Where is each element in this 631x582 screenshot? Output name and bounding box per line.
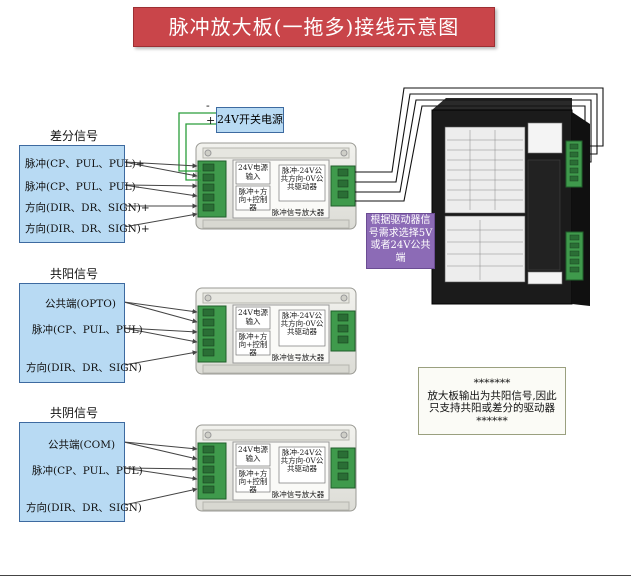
signal-arrows	[123, 161, 198, 506]
board-2-input-label: 脉冲+方向+控制器	[238, 332, 268, 357]
common-anode-section-label: 共阳信号	[50, 267, 99, 281]
info-note-stars-bottom: ******	[476, 414, 508, 427]
board-2-output-label: 脉冲-24V公共方向-0V公共驱动器	[280, 311, 324, 336]
common-anode-line-1: 公共端(OPTO)	[45, 298, 116, 310]
differential-signal-box: 脉冲(CP、PUL、PUL)+ 脉冲(CP、PUL、PUL)- 方向(DIR、D…	[19, 145, 150, 243]
differential-line-1: 脉冲(CP、PUL、PUL)+	[25, 158, 145, 170]
differential-line-4: 方向(DIR、DR、SIGN)+	[25, 223, 150, 235]
amplifier-board-3	[195, 424, 357, 512]
board-2-power-label: 24V电源输入	[238, 308, 268, 326]
info-note: ******* 放大板输出为共阳信号,因此只支持共阳或差分的驱动器 ******	[418, 367, 566, 435]
common-cathode-signal-box: 公共端(COM) 脉冲(CP、PUL、PUL) 方向(DIR、DR、SIGN)	[19, 422, 143, 522]
amplifier-board-1	[195, 142, 357, 230]
common-cathode-line-3: 方向(DIR、DR、SIGN)	[26, 502, 142, 514]
differential-section-label: 差分信号	[50, 129, 99, 143]
differential-line-3: 方向(DIR、DR、SIGN)+	[25, 202, 150, 214]
info-note-text: 放大板输出为共阳信号,因此只支持共阳或差分的驱动器	[427, 389, 557, 415]
driver-wires	[355, 87, 604, 202]
driver-signal-note: 根据驱动器信号需求选择5V或者24V公共端	[366, 213, 435, 269]
board-1-output-label: 脉冲-24V公共方向-0V公共驱动器	[280, 166, 324, 191]
amplifier-board-2	[195, 287, 357, 375]
board-2-name: 脉冲信号放大器	[271, 353, 325, 362]
board-3-output-label: 脉冲-24V公共方向-0V公共驱动器	[280, 448, 324, 473]
power-wires	[178, 112, 216, 181]
board-3-input-label: 脉冲+方向+控制器	[238, 469, 268, 494]
common-cathode-line-2: 脉冲(CP、PUL、PUL)	[32, 465, 143, 477]
common-anode-signal-box: 公共端(OPTO) 脉冲(CP、PUL、PUL) 方向(DIR、DR、SIGN)	[19, 283, 143, 383]
page-title: 脉冲放大板(一拖多)接线示意图	[133, 7, 495, 47]
common-cathode-section-label: 共阴信号	[50, 406, 99, 420]
common-cathode-line-1: 公共端(COM)	[48, 439, 116, 451]
board-1-name: 脉冲信号放大器	[271, 208, 325, 217]
power-supply-box: 24V开关电源	[216, 107, 284, 133]
common-anode-line-2: 脉冲(CP、PUL、PUL)	[32, 324, 143, 336]
common-anode-line-3: 方向(DIR、DR、SIGN)	[26, 362, 142, 374]
board-1-power-label: 24V电源输入	[238, 163, 268, 181]
board-3-power-label: 24V电源输入	[238, 445, 268, 463]
differential-line-2: 脉冲(CP、PUL、PUL)-	[25, 181, 140, 193]
board-3-name: 脉冲信号放大器	[271, 490, 325, 499]
stepper-driver	[431, 98, 590, 306]
power-plus-label: +	[206, 114, 216, 127]
power-minus-label: -	[206, 99, 210, 112]
board-1-input-label: 脉冲+方向+控制器	[238, 187, 268, 212]
info-note-stars-top: *******	[473, 377, 511, 389]
footer-divider	[0, 575, 631, 576]
